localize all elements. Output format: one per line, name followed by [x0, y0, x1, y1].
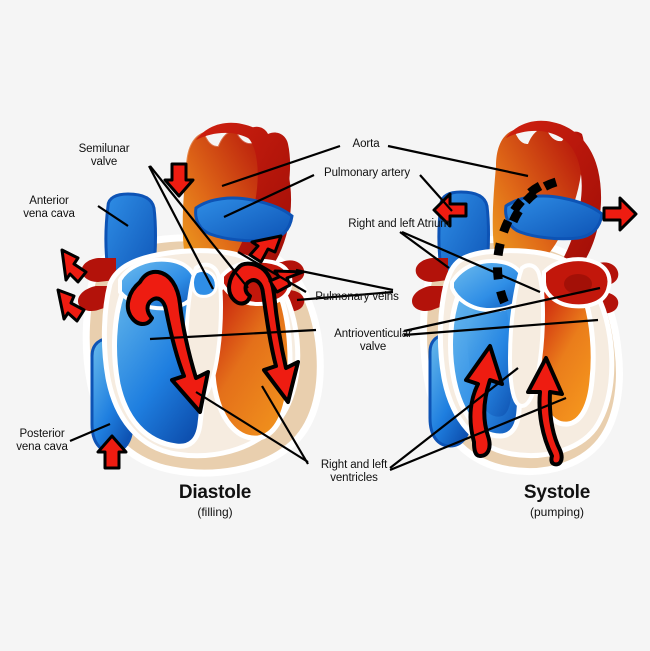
leader-aorta-left	[221, 144, 341, 188]
leader-semilunar-valve-2	[149, 165, 249, 289]
diastole-flow-arrow-left	[227, 261, 300, 404]
phase-name-diastole: Diastole	[178, 482, 252, 503]
systole-septum	[507, 263, 545, 409]
leader-av-valve-right-1	[403, 286, 601, 333]
systole-aortic-arch	[506, 120, 602, 286]
leader-pulmonary-veins-right-1	[295, 268, 394, 292]
leader-ventricles-right-1	[389, 367, 519, 469]
phase-title-systole: Systole (pumping)	[472, 482, 642, 520]
leader-anterior-vena-cava	[97, 205, 129, 227]
phase-subtitle-diastole: (filling)	[197, 505, 233, 519]
leader-ventricles-left-2	[261, 385, 309, 465]
leader-posterior-vena-cava	[69, 422, 111, 443]
diastole-heart	[56, 122, 324, 477]
systole-contraction-dashes	[493, 177, 558, 309]
diastole-flow-arrow-right	[125, 269, 210, 414]
leader-pulmonary-veins-right-2	[296, 290, 394, 302]
leader-atrium-1	[399, 231, 450, 269]
leader-aorta-right	[387, 144, 529, 178]
label-right-and-left-ventricles: Right and left ventricles	[320, 459, 388, 485]
phase-subtitle-systole: (pumping)	[529, 505, 585, 519]
systole-heart	[412, 120, 638, 475]
systole-pulmonary-artery	[504, 194, 604, 241]
diastole-semilunar-valve	[191, 268, 218, 298]
phase-title-diastole: Diastole (filling)	[130, 482, 300, 520]
label-pulmonary-veins: Pulmonary veins	[315, 291, 399, 303]
leader-ventricles-left-1	[195, 391, 309, 463]
label-posterior-vena-cava: Posterior vena cava	[16, 428, 68, 454]
leader-pulmonary-artery-left	[223, 174, 315, 218]
diastole-septum	[183, 262, 223, 403]
label-anterior-vena-cava: Anterior vena cava	[23, 195, 75, 221]
leader-av-valve-right-2	[403, 318, 599, 337]
leader-pulmonary-veins-left	[237, 251, 307, 293]
leader-ventricles-right-2	[389, 396, 567, 472]
leader-lines	[69, 144, 601, 472]
label-aorta: Aorta	[352, 138, 380, 150]
label-semilunar-valve: Semilunar valve	[78, 143, 130, 169]
systole-left-atrium	[542, 257, 612, 309]
leader-pulmonary-artery-right	[419, 174, 453, 212]
leader-atrium-2	[401, 230, 541, 294]
diastole-pulmonary-artery	[194, 196, 294, 243]
leader-semilunar-valve-1	[148, 165, 214, 290]
label-pulmonary-artery: Pulmonary artery	[324, 167, 410, 179]
label-antrioventicular-valve: Antrioventicular valve	[334, 328, 412, 354]
phase-name-systole: Systole	[523, 482, 591, 503]
systole-flow-arrow-right	[464, 344, 504, 458]
leader-av-valve-left	[149, 328, 317, 341]
label-right-and-left-atrium: Right and left Atrium	[348, 218, 450, 230]
